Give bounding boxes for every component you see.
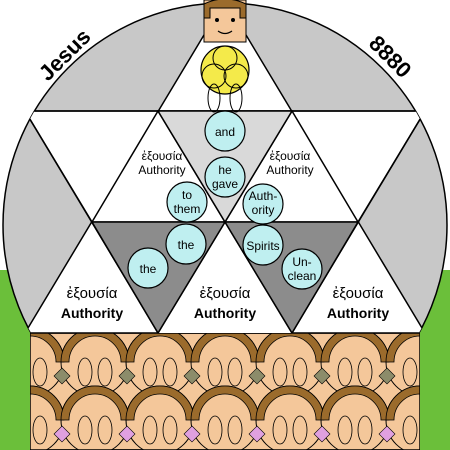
- word-he-gave-line2: gave: [212, 177, 238, 191]
- pattern-petal: [77, 415, 93, 445]
- pattern-petal: [32, 357, 48, 387]
- pattern-petal: [207, 357, 223, 387]
- pattern-petal: [32, 415, 48, 445]
- pattern-petal: [402, 415, 418, 445]
- word-spirits: Spirits: [246, 239, 279, 253]
- word-authority-line2: ority: [252, 203, 275, 217]
- pattern-diamond: [313, 367, 331, 385]
- pattern-petal: [292, 415, 308, 445]
- pattern-petal: [357, 415, 373, 445]
- pattern-petal: [97, 415, 113, 445]
- pattern-petal: [142, 357, 158, 387]
- word-circle-unclean: [281, 248, 323, 290]
- word-circle-and: [204, 110, 246, 152]
- pattern-petal: [272, 357, 288, 387]
- lower-middle-english: Authority: [194, 305, 256, 321]
- pattern-diamond: [248, 367, 266, 385]
- figure-head-icon: [203, 0, 247, 43]
- pattern-petal: [402, 357, 418, 387]
- pattern-petal: [272, 415, 288, 445]
- word-circle-spirits: [242, 224, 284, 266]
- pattern-diamond: [378, 367, 396, 385]
- pattern-diamond: [118, 367, 136, 385]
- pattern-diamond: [378, 425, 396, 443]
- upper-left-greek: ἐξουσία: [142, 149, 183, 163]
- pattern-petal: [337, 357, 353, 387]
- upper-left-english: Authority: [138, 163, 185, 177]
- pattern-petal: [292, 357, 308, 387]
- word-he-gave-line1: he: [218, 163, 232, 177]
- pattern-petal: [97, 357, 113, 387]
- pattern-petal: [227, 357, 243, 387]
- lower-left-english: Authority: [61, 305, 123, 321]
- word-circle-authority: [242, 183, 284, 225]
- pattern-diamond: [248, 425, 266, 443]
- word-unclean-line1: Un-: [292, 255, 311, 269]
- word-authority-line1: Auth-: [249, 189, 278, 203]
- word-and: and: [215, 125, 235, 139]
- lower-middle-greek: ἐξουσία: [200, 285, 251, 302]
- pattern-diamond: [53, 425, 71, 443]
- word-the-1: the: [178, 238, 195, 252]
- lower-left-greek: ἐξουσία: [67, 285, 118, 302]
- pattern-petal: [207, 415, 223, 445]
- pattern-petal: [77, 357, 93, 387]
- pattern-petal: [337, 415, 353, 445]
- word-circle-the-1: [165, 223, 207, 265]
- pattern-petal: [142, 415, 158, 445]
- word-unclean-line2: clean: [288, 269, 317, 283]
- upper-right-greek: ἐξουσία: [270, 149, 311, 163]
- word-to-them-line1: to: [182, 188, 192, 202]
- halo-icon: [200, 45, 250, 113]
- seed-of-life-icon: [30, 333, 420, 450]
- word-the-2: the: [140, 262, 157, 276]
- pattern-diamond: [118, 425, 136, 443]
- pattern-arc: [385, 385, 420, 421]
- pattern-petal: [227, 415, 243, 445]
- pattern-diamond: [53, 367, 71, 385]
- pattern-diamond: [183, 367, 201, 385]
- pattern-diamond: [313, 425, 331, 443]
- word-circle-the-2: [127, 247, 169, 289]
- lower-right-greek: ἐξουσία: [333, 285, 384, 302]
- lower-right-english: Authority: [327, 305, 389, 321]
- word-circles: [127, 110, 323, 290]
- word-circle-to-them: [166, 181, 208, 223]
- pattern-petal: [357, 357, 373, 387]
- pattern-petal: [162, 357, 178, 387]
- pattern-petal: [162, 415, 178, 445]
- word-circle-he-gave: [204, 156, 246, 198]
- upper-right-english: Authority: [266, 163, 313, 177]
- pattern-diamond: [183, 425, 201, 443]
- word-to-them-line2: them: [174, 202, 201, 216]
